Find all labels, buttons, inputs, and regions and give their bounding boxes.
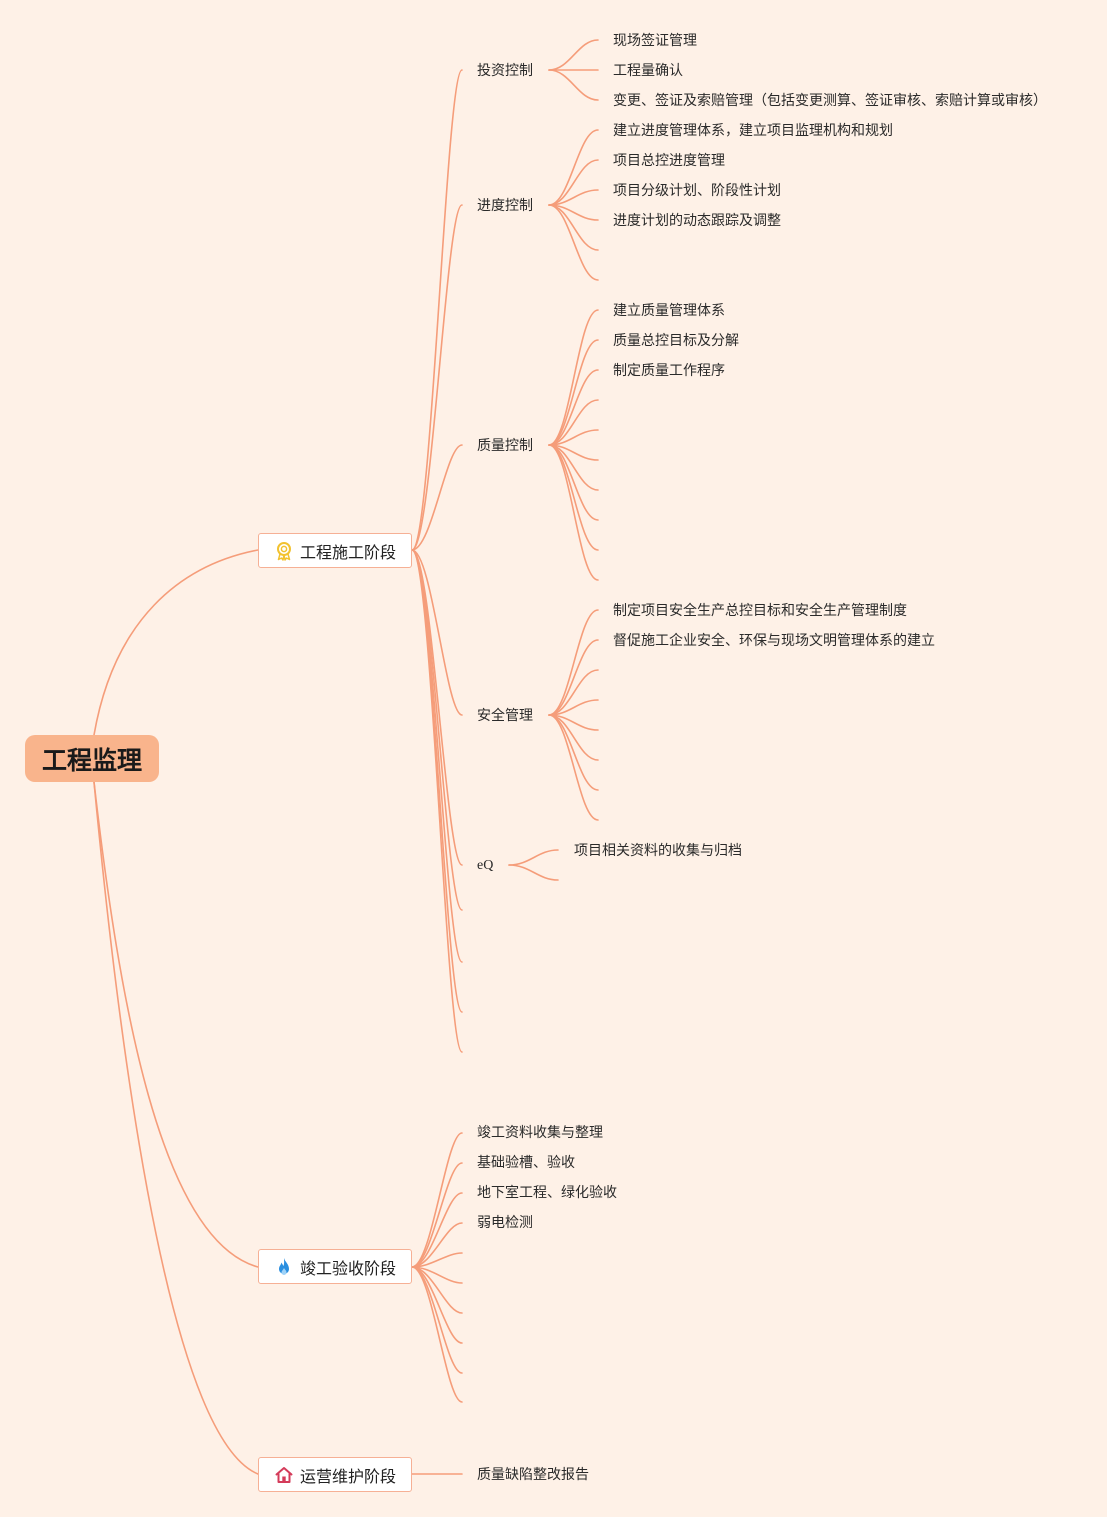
connector-line bbox=[548, 714, 599, 791]
connector-line bbox=[548, 339, 599, 446]
list-item[interactable]: 质量缺陷整改报告 bbox=[477, 1467, 589, 1483]
list-item[interactable]: 变更、签证及索赔管理（包括变更测算、签证审核、索赔计算或审核） bbox=[613, 93, 1047, 109]
flame-icon bbox=[274, 1257, 294, 1277]
connector-line bbox=[411, 444, 463, 551]
topic-quality[interactable]: 质量控制 bbox=[477, 438, 533, 454]
list-item[interactable]: 制定项目安全生产总控目标和安全生产管理制度 bbox=[613, 603, 907, 619]
list-item[interactable]: 现场签证管理 bbox=[613, 33, 697, 49]
list-item[interactable]: 竣工资料收集与整理 bbox=[477, 1125, 603, 1141]
connector-line bbox=[93, 781, 259, 1268]
root-topic[interactable]: 工程监理 bbox=[25, 735, 159, 782]
stage-construction-label: 工程施工阶段 bbox=[299, 542, 396, 562]
topic-eq[interactable]: eQ bbox=[477, 858, 494, 873]
list-item[interactable]: 进度计划的动态跟踪及调整 bbox=[613, 213, 781, 229]
connector-line bbox=[411, 204, 463, 551]
connector-line bbox=[411, 1266, 463, 1374]
stage-completion-label: 竣工验收阶段 bbox=[299, 1258, 396, 1278]
connector-line bbox=[411, 69, 463, 551]
connector-line bbox=[93, 549, 259, 736]
connector-line bbox=[548, 159, 599, 206]
connector-line bbox=[411, 1132, 463, 1268]
list-item[interactable]: 制定质量工作程序 bbox=[613, 363, 725, 379]
list-item[interactable]: 建立质量管理体系 bbox=[613, 303, 725, 319]
connector-line bbox=[548, 444, 599, 581]
list-item[interactable]: 项目相关资料的收集与归档 bbox=[574, 843, 742, 859]
connector-line bbox=[93, 781, 259, 1475]
house-icon bbox=[274, 1465, 294, 1485]
connector-line bbox=[411, 1266, 463, 1403]
stage-maintenance[interactable]: 运营维护阶段 bbox=[258, 1457, 412, 1492]
list-item[interactable]: 督促施工企业安全、环保与现场文明管理体系的建立 bbox=[613, 633, 935, 649]
topic-investment[interactable]: 投资控制 bbox=[477, 63, 533, 79]
connector-line bbox=[548, 714, 599, 821]
list-item[interactable]: 项目总控进度管理 bbox=[613, 153, 725, 169]
connector-line bbox=[411, 1162, 463, 1268]
connector-line bbox=[548, 609, 599, 716]
connector-line bbox=[548, 204, 599, 281]
connector-line bbox=[548, 369, 599, 446]
list-item[interactable]: 基础验槽、验收 bbox=[477, 1155, 575, 1171]
connector-line bbox=[548, 399, 599, 446]
connector-line bbox=[508, 864, 559, 881]
award-ribbon-icon bbox=[274, 541, 294, 561]
connector-line bbox=[411, 549, 463, 1053]
topic-safety[interactable]: 安全管理 bbox=[477, 708, 533, 724]
stage-completion[interactable]: 竣工验收阶段 bbox=[258, 1249, 412, 1284]
connector-line bbox=[548, 39, 599, 71]
list-item[interactable]: 建立进度管理体系，建立项目监理机构和规划 bbox=[613, 123, 893, 139]
connector-line bbox=[548, 69, 599, 101]
connector-line bbox=[508, 849, 559, 866]
connector-line bbox=[548, 669, 599, 716]
stage-construction[interactable]: 工程施工阶段 bbox=[258, 533, 412, 568]
list-item[interactable]: 项目分级计划、阶段性计划 bbox=[613, 183, 781, 199]
connector-line bbox=[548, 444, 599, 551]
stage-maintenance-label: 运营维护阶段 bbox=[299, 1466, 396, 1486]
list-item[interactable]: 地下室工程、绿化验收 bbox=[477, 1185, 617, 1201]
topic-schedule[interactable]: 进度控制 bbox=[477, 198, 533, 214]
connector-line bbox=[548, 309, 599, 446]
connector-line bbox=[411, 1192, 463, 1268]
connector-line bbox=[411, 549, 463, 716]
connector-line bbox=[548, 639, 599, 716]
list-item[interactable]: 工程量确认 bbox=[613, 63, 683, 79]
list-item[interactable]: 弱电检测 bbox=[477, 1215, 533, 1231]
connector-line bbox=[548, 129, 599, 206]
list-item[interactable]: 质量总控目标及分解 bbox=[613, 333, 739, 349]
